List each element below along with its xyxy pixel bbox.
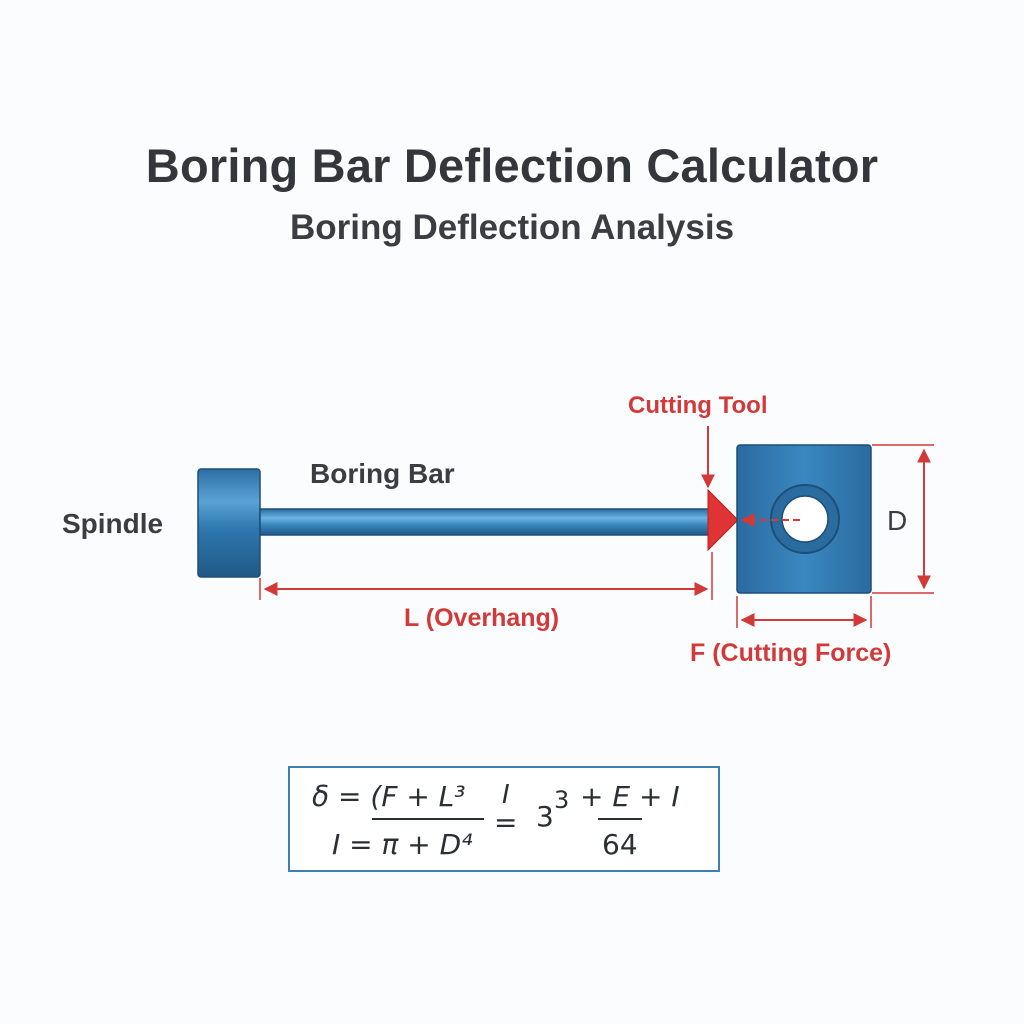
page-subtitle: Boring Deflection Analysis	[289, 208, 735, 247]
spindle-label: Spindle	[62, 508, 163, 539]
formula-denominator: 64	[602, 828, 638, 861]
formula-equals: =	[494, 806, 518, 839]
formula-right-tail: + E + I	[580, 780, 680, 813]
cutting-force-label: F (Cutting Force)	[690, 639, 891, 667]
cutting-tool	[707, 488, 739, 552]
page-title: Boring Bar Deflection Calculator	[145, 139, 879, 192]
boring-bar-label: Boring Bar	[310, 458, 455, 489]
boring-bar	[259, 508, 713, 536]
diameter-label: D	[887, 505, 907, 536]
formula-line1-left: δ = (F + L³	[312, 780, 466, 813]
formula-line2-left: I = π + D⁴	[332, 828, 473, 861]
overhang-label: L (Overhang)	[404, 604, 559, 632]
formula-right-sup: 3	[554, 786, 570, 814]
formula-right-base: 3	[536, 800, 554, 833]
cutting-tool-label: Cutting Tool	[628, 392, 768, 419]
formula-fraction-bar-left	[372, 818, 484, 820]
formula-box: δ = (F + L³ I = 3 3 + E + I I = π + D⁴ 6…	[288, 766, 720, 872]
formula-fraction-bar-right	[598, 818, 642, 820]
formula-line1-mid: I	[502, 780, 510, 810]
spindle	[197, 468, 261, 578]
